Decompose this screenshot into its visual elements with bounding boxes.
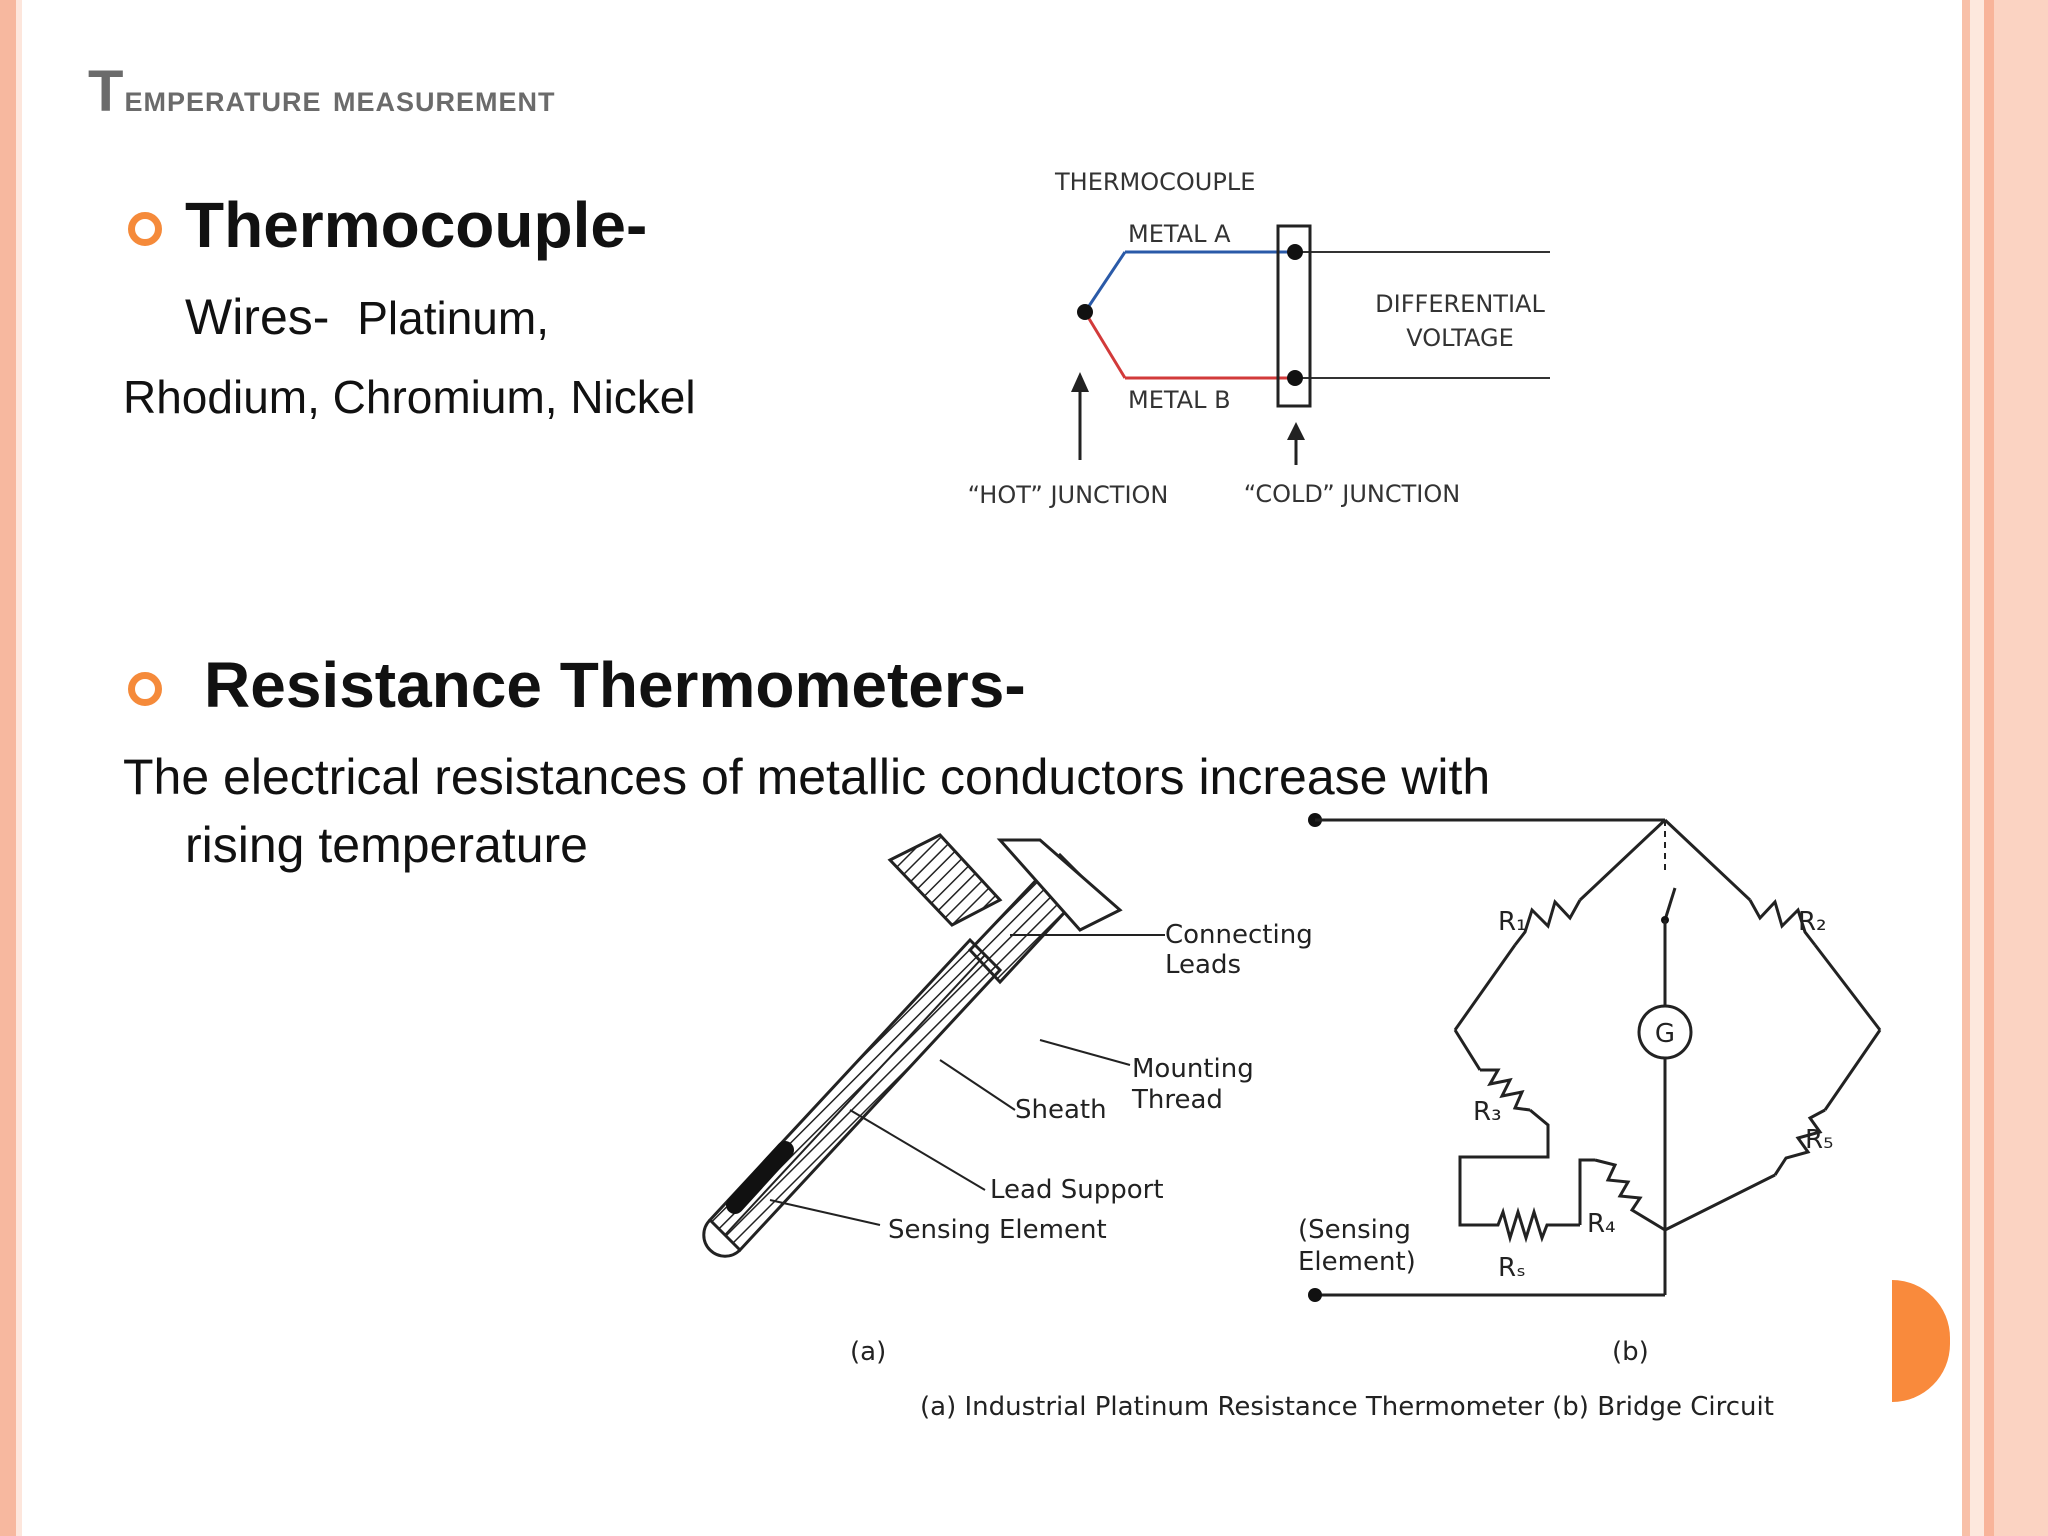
figure-a-label: (a) (850, 1337, 886, 1367)
slide-title-rest: emperature measurement (124, 78, 556, 120)
thermocouple-wires-line: Wires- Platinum, (185, 288, 549, 346)
slide-frame-right (1962, 0, 1970, 1536)
sensing-element-label: Sensing Element (888, 1215, 1107, 1245)
slide-decoration-tab (1892, 1280, 1950, 1402)
resistance-description-line2: rising temperature (185, 817, 588, 873)
lead-support-label: Lead Support (990, 1175, 1164, 1205)
metal-b-label: METAL B (1128, 386, 1231, 414)
slide-frame-right-inner (1970, 0, 1984, 1536)
thermocouple-diagram: THERMOCOUPLE METAL A DIFFERENTIAL VOLTAG… (968, 168, 1550, 509)
bullet-icon (128, 672, 162, 706)
sheath-pointer (939, 1059, 1016, 1111)
resistor-r1 (1513, 899, 1582, 946)
slide-frame-left (0, 0, 16, 1536)
resistor-r3 (1480, 1068, 1531, 1112)
figure-caption: (a) Industrial Platinum Resistance Therm… (920, 1392, 1774, 1422)
resistor-r2 (1748, 899, 1817, 946)
thermocouple-diagram-title: THERMOCOUPLE (1054, 168, 1255, 196)
r4-label: R₄ (1587, 1209, 1616, 1239)
wires-label: Wires- (185, 289, 330, 345)
sensing-element-bridge-label: Element) (1298, 1247, 1416, 1277)
slide-frame-right-band (1984, 0, 1994, 1536)
slide-frame-left-inner (16, 0, 22, 1536)
cold-junction-box (1276, 224, 1312, 408)
bullet-icon (128, 212, 162, 246)
sensing-element-bridge-label: (Sensing (1298, 1215, 1411, 1245)
lead-support-pointer (849, 1109, 986, 1191)
resistance-description-line1: The electrical resistances of metallic c… (123, 749, 1491, 805)
bridge-circuit: G (1308, 813, 1882, 1302)
wires-platinum: Platinum, (357, 292, 549, 344)
rtd-diagram: Connecting Leads Mounting Thread Sheath … (702, 813, 1882, 1422)
slide-title-initial: T (88, 59, 125, 124)
slide-frame-right-outer (1994, 0, 2048, 1536)
metal-b-wire (1083, 311, 1127, 379)
mounting-thread-label: Thread (1131, 1085, 1223, 1115)
rs-label: Rₛ (1498, 1253, 1526, 1283)
r3-label: R₃ (1473, 1097, 1502, 1127)
resistor-r5 (1773, 1108, 1826, 1176)
cold-junction-arrow (1287, 422, 1305, 440)
sensing-element-pointer (769, 1199, 881, 1226)
connecting-leads-label: Leads (1165, 950, 1241, 980)
mounting-thread-label: Mounting (1132, 1054, 1254, 1084)
hot-junction-label: “HOT” JUNCTION (968, 481, 1169, 509)
galvanometer-label: G (1655, 1019, 1675, 1049)
cold-junction-dot (1287, 244, 1303, 260)
thermocouple-heading: Thermocouple- (185, 189, 648, 261)
metal-a-wire (1083, 251, 1127, 313)
figure-b-label: (b) (1612, 1337, 1649, 1367)
thermocouple-wires-list: Rhodium, Chromium, Nickel (123, 371, 696, 423)
slide-title: Temperature measurement (88, 58, 556, 125)
r2-label: R₂ (1798, 907, 1827, 937)
r1-label: R₁ (1498, 907, 1527, 937)
metal-a-label: METAL A (1128, 220, 1231, 248)
connecting-leads-label: Connecting (1165, 920, 1313, 950)
resistor-rs (1488, 1206, 1580, 1244)
bridge-terminal (1308, 1288, 1322, 1302)
hot-junction-arrow (1071, 372, 1089, 392)
mounting-thread-pointer (1039, 1039, 1131, 1066)
rtd-probe (702, 833, 1123, 1258)
cold-junction-label: “COLD” JUNCTION (1244, 480, 1460, 508)
switch (1663, 887, 1677, 921)
resistor-r4 (1594, 1158, 1666, 1232)
hot-junction-dot (1077, 304, 1093, 320)
cold-junction-dot (1287, 370, 1303, 386)
differential-voltage-label: DIFFERENTIAL (1375, 290, 1545, 318)
differential-voltage-label: VOLTAGE (1406, 324, 1514, 352)
r5-label: R₅ (1805, 1125, 1834, 1155)
resistance-thermometers-heading: Resistance Thermometers- (204, 649, 1026, 721)
sheath-label: Sheath (1015, 1095, 1107, 1125)
